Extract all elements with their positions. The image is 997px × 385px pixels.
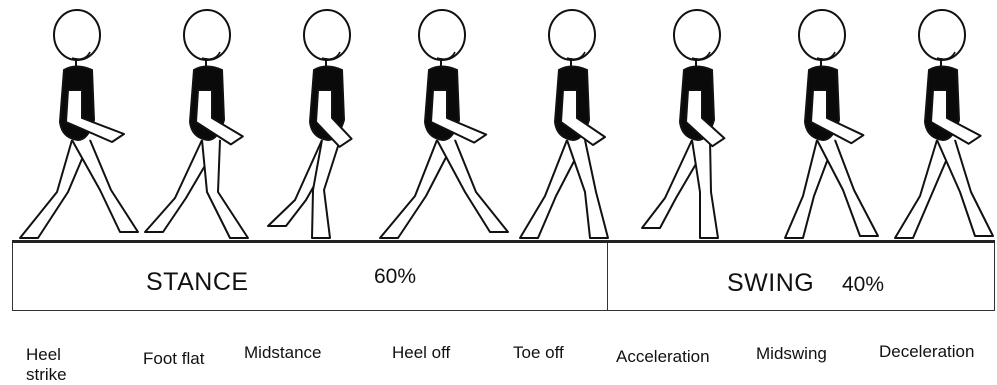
- swing-label: SWING: [727, 269, 814, 298]
- stance-phase-box: STANCE 60%: [12, 243, 608, 311]
- walking-figure-midstance: [268, 10, 352, 238]
- figure-front-leg: [937, 140, 993, 236]
- figure-head: [54, 10, 100, 60]
- figure-head: [304, 10, 350, 60]
- subphase-foot-flat: Foot flat: [143, 349, 204, 369]
- subphase-midswing: Midswing: [756, 344, 827, 364]
- figure-head: [674, 10, 720, 60]
- subphase-midstance: Midstance: [244, 343, 321, 363]
- walking-figure-acceleration: [642, 10, 724, 238]
- walking-figure-midswing: [785, 10, 878, 238]
- figure-head: [549, 10, 595, 60]
- subphase-heel-strike-line1: Heel: [26, 345, 67, 365]
- subphase-heel-strike-line2: strike: [26, 365, 67, 385]
- subphase-acceleration: Acceleration: [616, 347, 710, 367]
- figure-front-leg: [567, 140, 608, 238]
- walking-figure-deceleration: [895, 10, 993, 238]
- subphase-deceleration: Deceleration: [879, 342, 974, 362]
- subphase-toe-off: Toe off: [513, 343, 564, 363]
- figure-front-leg: [437, 140, 508, 232]
- stance-label: STANCE: [146, 268, 249, 297]
- walking-figure-heel-strike: [20, 10, 138, 238]
- figure-head: [419, 10, 465, 60]
- figure-head: [184, 10, 230, 60]
- figure-head: [919, 10, 965, 60]
- walking-figure-toe-off: [520, 10, 608, 238]
- swing-phase-box: SWING 40%: [607, 243, 995, 311]
- stance-percent: 60%: [374, 265, 416, 289]
- figure-front-leg: [692, 140, 718, 238]
- swing-percent: 40%: [842, 273, 884, 297]
- subphase-heel-off: Heel off: [392, 343, 450, 363]
- gait-cycle-figures: [0, 0, 997, 245]
- figure-front-leg: [817, 140, 878, 236]
- walking-figure-heel-off: [380, 10, 508, 238]
- subphase-heel-strike: Heel strike: [26, 345, 67, 385]
- walking-figure-foot-flat: [145, 10, 248, 238]
- figure-back-leg: [380, 140, 455, 238]
- figure-head: [799, 10, 845, 60]
- figure-front-leg: [202, 140, 248, 238]
- figure-front-leg: [72, 140, 138, 232]
